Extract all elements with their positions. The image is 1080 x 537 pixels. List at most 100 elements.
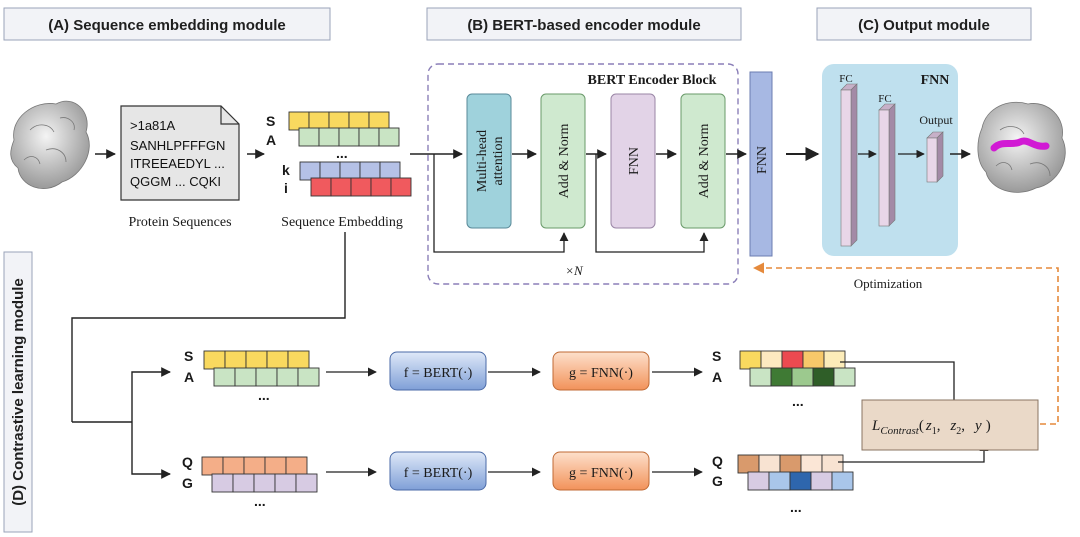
letter-s-out: S: [712, 348, 721, 364]
ellipsis-out-lower: ...: [790, 499, 802, 515]
embedding-cell: [378, 127, 400, 147]
embedding-cell: [781, 350, 804, 370]
embedding-cell: [330, 177, 352, 197]
embedding-cell: [810, 471, 833, 491]
embedding-cell: [276, 367, 299, 387]
embedding-cell: [203, 350, 226, 370]
embedding-cell: [287, 350, 310, 370]
embedding-cell: [253, 473, 276, 493]
embedding-cell: [338, 127, 360, 147]
embedding-cell: [802, 350, 825, 370]
embedding-cell: [288, 111, 310, 131]
embedding-cell: [264, 456, 287, 476]
embedding-cell: [758, 454, 781, 474]
ellipsis-out-upper: ...: [792, 393, 804, 409]
embedding-cell: [770, 367, 793, 387]
doc-line-1: >1a81A: [130, 118, 176, 133]
embedding-cell: [298, 127, 320, 147]
output-row-s: [739, 350, 846, 370]
contrastive-pair-sa-input: S A ...: [184, 348, 320, 403]
embedding-cell: [779, 454, 802, 474]
header-d: (D) Contrastive learning module: [3, 251, 33, 533]
embedding-cell: [339, 161, 361, 181]
header-a: (A) Sequence embedding module: [3, 7, 331, 41]
add-norm-label-1: Add & Norm: [557, 124, 572, 199]
embedding-row-a-upper: [213, 367, 320, 387]
add-norm-box-1: Add & Norm: [540, 93, 586, 229]
embedding-cell: [295, 473, 318, 493]
multihead-attention-box: Multi-head attention: [466, 93, 512, 229]
bert-encoder-block-border: [427, 63, 739, 285]
embedding-cell: [245, 350, 268, 370]
embedding-row-s: [288, 111, 390, 131]
header-c-text: (C) Output module: [858, 17, 990, 34]
embedding-cell: [318, 127, 340, 147]
f-bert-label-upper: f = BERT(·): [404, 366, 473, 381]
embedding-row-s-upper: [203, 350, 310, 370]
output-fnn-title: FNN: [921, 73, 950, 88]
fc2-layer: [878, 103, 896, 227]
letter-q-out: Q: [712, 453, 723, 469]
g-fnn-label-upper: g = FNN(·): [569, 366, 633, 381]
residual-connection-1: [433, 154, 569, 253]
embedding-cell: [821, 454, 844, 474]
add-norm-box-2: Add & Norm: [680, 93, 726, 229]
attention-label-2: attention: [491, 137, 506, 186]
binding-site-highlight: [990, 137, 1050, 152]
embedding-cell: [359, 161, 381, 181]
output-fnn-panel: FNN FC FC Output: [822, 64, 958, 256]
fc2-label: FC: [878, 93, 891, 105]
sequence-embedding: S A ... k i: [266, 111, 412, 197]
embedding-cell: [319, 161, 341, 181]
ellipsis-upper: ...: [258, 387, 270, 403]
embedding-cell: [232, 473, 255, 493]
embedding-cell: [370, 177, 392, 197]
embedding-cell: [812, 367, 835, 387]
contrastive-loss-box: LContrast(z1,z2,y): [861, 399, 1039, 451]
ellipsis-lower: ...: [254, 493, 266, 509]
embedding-cell: [747, 471, 770, 491]
embedding-cell: [368, 111, 390, 131]
embedding-cell: [211, 473, 234, 493]
embedding-cell: [749, 367, 772, 387]
caption-protein-sequences: Protein Sequences: [128, 215, 231, 230]
fnn-outer-box: FNN: [749, 71, 773, 257]
output-row-g: [747, 471, 854, 491]
embedding-cell: [255, 367, 278, 387]
optimization-feedback-arrow: [752, 262, 1059, 425]
embedding-cell: [297, 367, 320, 387]
doc-line-4: QGGM ... CQKI: [130, 174, 221, 189]
branch-arrow-lower: [131, 422, 171, 479]
letter-k: k: [282, 162, 290, 178]
letter-q-lower: Q: [182, 454, 193, 470]
header-b: (B) BERT-based encoder module: [426, 7, 742, 41]
embedding-cell: [213, 367, 236, 387]
embedding-cell: [831, 471, 854, 491]
contrastive-pair-sa-output: S A ...: [712, 348, 856, 409]
fnn-outer-label: FNN: [755, 146, 770, 174]
embedding-cell: [789, 471, 812, 491]
header-a-text: (A) Sequence embedding module: [48, 17, 286, 34]
embedding-cell: [310, 177, 332, 197]
contrastive-pair-qg-output: Q G ...: [712, 453, 854, 515]
embedding-cell: [791, 367, 814, 387]
branch-arrow-upper: [131, 367, 171, 422]
loss-text: LContrast(z1,z2,y): [871, 418, 991, 437]
embedding-cell: [823, 350, 846, 370]
embedding-cell: [348, 111, 370, 131]
g-fnn-box-lower: g = FNN(·): [552, 451, 650, 491]
embedding-row-a: [298, 127, 400, 147]
letter-s-upper: S: [184, 348, 193, 364]
embedding-cell: [224, 350, 247, 370]
embedding-row-g-lower: [211, 473, 318, 493]
embedding-cell: [222, 456, 245, 476]
embedding-cell: [379, 161, 401, 181]
fnn-inner-label: FNN: [627, 147, 642, 175]
f-bert-box-lower: f = BERT(·): [389, 451, 487, 491]
doc-line-2: SANHLPFFFGN: [130, 138, 225, 153]
arrow-z1-to-loss: [840, 361, 959, 414]
letter-a-upper: A: [184, 369, 194, 385]
embedding-cell: [234, 367, 257, 387]
embedding-cell: [833, 367, 856, 387]
